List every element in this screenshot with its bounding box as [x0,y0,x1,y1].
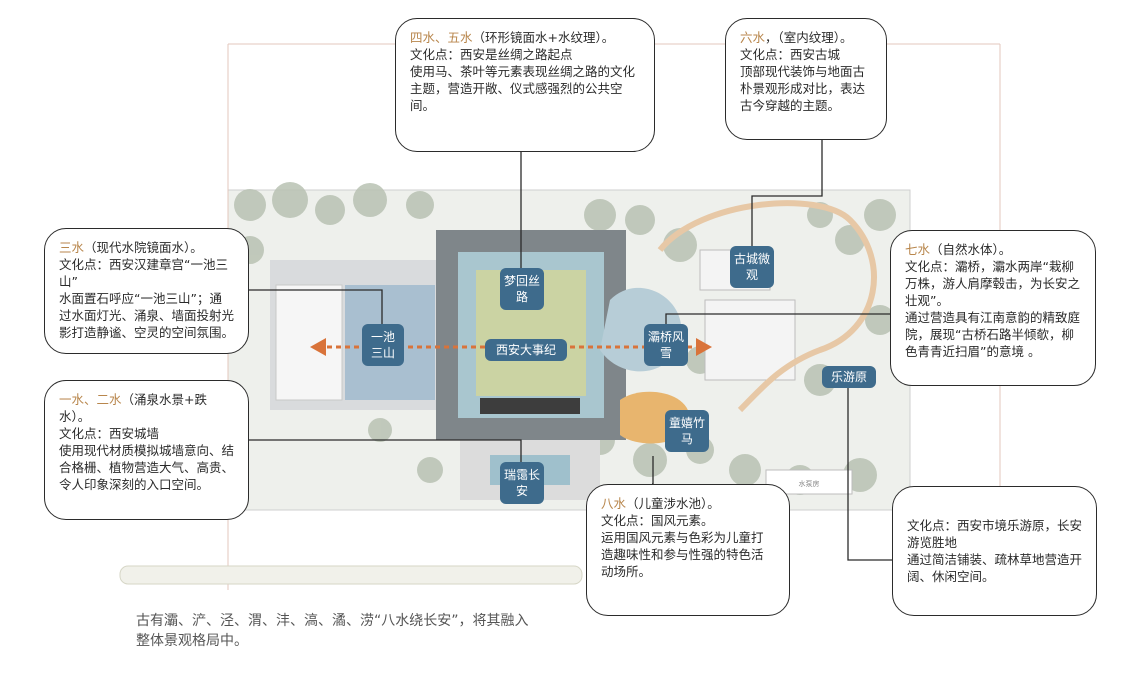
callout-line: 使用现代材质模拟城墙意向、结合格栅、植物营造大气、高贵、令人印象深刻的入口空间。 [59,443,235,492]
callout-line: 水面置石呼应“一池三山”；通过水面灯光、涌泉、墙面投射光影打造静谧、空灵的空间氛… [59,291,235,340]
callout-water-7-title: 七水 [905,242,931,257]
tag-leyouyuan: 乐游原 [822,366,876,388]
callout-line: 文化点：西安古城 [740,47,841,62]
callout-line: 文化点：国风元素。 [601,513,714,528]
callout-line: 文化点：西安是丝绸之路起点 [410,47,573,62]
road [119,565,583,585]
garden-path [657,200,877,413]
callout-line: 顶部现代装饰与地面古朴景观形成对比，表达古今穿越的主题。 [740,64,866,113]
callout-line: 通过营造具有江南意韵的精致庭院，展现“古桥石路半倾欹，柳色青青近扫眉”的意境 。 [905,310,1081,359]
tag-yichi: 一池三山 [362,324,404,366]
tag-gucheng: 古城微观 [730,246,774,288]
callout-line: 文化点：灞桥，灞水两岸“栽柳万株，游人肩摩毂击，为长安之壮观”。 [905,259,1081,308]
callout-water-4-5: 四水、五水（环形镜面水+水纹理）。 文化点：西安是丝绸之路起点 使用马、茶叶等元… [395,18,655,152]
tag-baqiao: 灞桥风雪 [644,324,688,366]
callout-water-6-title: 六水 [740,30,766,45]
callout-line: 使用马、茶叶等元素表现丝绸之路的文化主题，营造开敞、仪式感强烈的公共空间。 [410,64,636,113]
callout-water-6: 六水，（室内纹理）。 文化点：西安古城 顶部现代装饰与地面古朴景观形成对比，表达… [725,18,887,140]
callout-water-3-title: 三水 [59,240,85,255]
gate-screen [480,398,580,414]
tag-dashiji: 西安大事纪 [485,339,567,361]
callout-water-3: 三水（现代水院镜面水）。 文化点：西安汉建章宫“一池三山” 水面置石呼应“一池三… [44,228,249,354]
caption: 古有灞、浐、泾、渭、沣、滈、潏、涝“八水绕长安”，将其融入整体景观格局中。 [136,613,529,649]
callout-line: 通过简洁铺装、疏林草地营造开阔、休闲空间。 [907,552,1083,584]
tag-ruiai: 瑞霭长安 [500,462,544,504]
callout-water-8-title: 八水 [601,496,627,511]
axis-arrow-left [310,338,326,356]
callout-line: 文化点：西安城墙 [59,426,160,441]
tag-menghui: 梦回丝路 [500,268,544,310]
callout-leyouyuan: 文化点：西安市境乐游原，长安游览胜地 通过简洁铺装、疏林草地营造开阔、休闲空间。 [892,486,1097,616]
callout-water-1-2-title: 一水、二水 [59,392,122,407]
pump-room-label: 水泵房 [799,479,820,488]
callout-water-1-2: 一水、二水（涌泉水景+跌水）。 文化点：西安城墙 使用现代材质模拟城墙意向、结合… [44,380,249,520]
callout-line: 文化点：西安市境乐游原，长安游览胜地 [907,518,1083,550]
callout-line: 运用国风元素与色彩为儿童打造趣味性和参与性强的特色活动场所。 [601,530,764,579]
axis-arrow-right [696,338,712,356]
leader-lines [249,140,892,561]
callout-water-7: 七水（自然水体）。 文化点：灞桥，灞水两岸“栽柳万株，游人肩摩毂击，为长安之壮观… [890,230,1096,386]
callout-water-8: 八水（儿童涉水池）。 文化点：国风元素。 运用国风元素与色彩为儿童打造趣味性和参… [586,484,790,616]
callout-water-4-5-title: 四水、五水 [410,30,473,45]
tag-tongxi: 童嬉竹马 [665,410,709,452]
callout-line: 文化点：西安汉建章宫“一池三山” [59,257,228,289]
